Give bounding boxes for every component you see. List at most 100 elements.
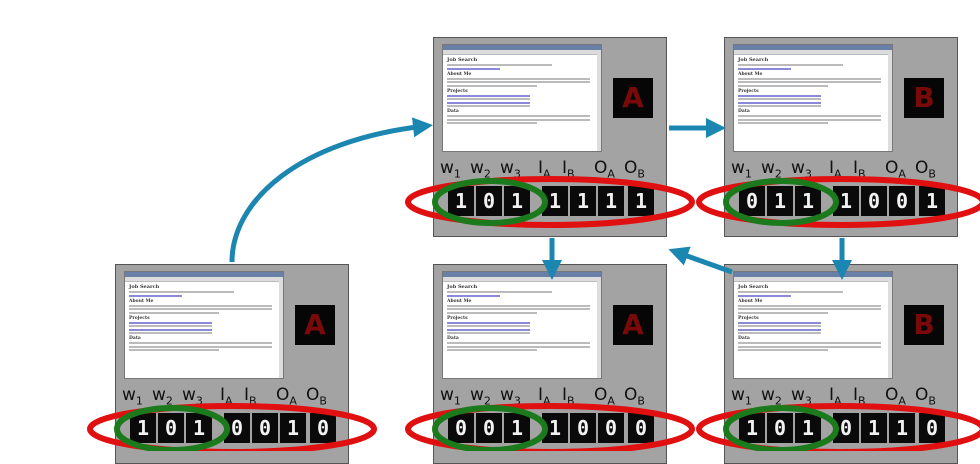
bit-cell: 1 — [889, 413, 915, 443]
bit-cell: 0 — [861, 186, 887, 216]
browser-section: About Me — [447, 298, 472, 304]
red-ellipse — [405, 176, 695, 228]
bit-cell: 0 — [476, 413, 502, 443]
bit-cell: 1 — [739, 413, 765, 443]
arrow-p3-to-p1 — [229, 117, 433, 263]
state-label: A — [613, 78, 653, 118]
browser-title: Job Search — [447, 284, 478, 290]
bit-label-w1: w1 — [440, 385, 461, 408]
bit-label-ia: IA — [220, 385, 233, 408]
bit-label-ib: IB — [853, 385, 866, 408]
bit-label-ob: OB — [624, 385, 645, 408]
green-ellipse — [723, 178, 839, 226]
bit-label-w2: w2 — [470, 158, 491, 181]
bit-cell: 0 — [889, 186, 915, 216]
bit-cell: 0 — [448, 413, 474, 443]
bit-cell: 1 — [795, 413, 821, 443]
bit-label-w2: w2 — [761, 158, 782, 181]
bit-cell: 0 — [158, 413, 184, 443]
bit-label-w3: w3 — [500, 158, 521, 181]
browser-section: Projects — [129, 315, 150, 321]
browser-section: Data — [447, 108, 459, 114]
bit-label-ia: IA — [538, 158, 551, 181]
bit-label-w1: w1 — [731, 385, 752, 408]
bit-label-ib: IB — [853, 158, 866, 181]
bit-cell: 1 — [504, 413, 530, 443]
browser-section: Projects — [738, 88, 759, 94]
red-ellipse — [696, 176, 980, 228]
bit-label-w3: w3 — [182, 385, 203, 408]
red-ellipse — [87, 403, 377, 451]
state-label: A — [613, 305, 653, 345]
bit-cell: 1 — [767, 186, 793, 216]
bit-cell: 0 — [476, 186, 502, 216]
bit-cell: 1 — [570, 186, 596, 216]
bit-cell: 1 — [504, 186, 530, 216]
bit-cell: 0 — [252, 413, 278, 443]
arrow-p5-to-p1 — [668, 246, 733, 275]
bit-cell: 1 — [280, 413, 306, 443]
browser-section: About Me — [738, 298, 763, 304]
browser-section: Projects — [447, 88, 468, 94]
redaction-scribble — [50, 5, 460, 133]
bit-labels: w1 w2 w3 IA IB OA OB — [116, 385, 350, 407]
red-ellipse — [696, 403, 980, 451]
green-ellipse — [723, 405, 839, 451]
bit-label-oa: OA — [276, 385, 297, 408]
bit-label-oa: OA — [885, 385, 906, 408]
bit-cell: 1 — [628, 186, 654, 216]
bit-cell: 0 — [224, 413, 250, 443]
browser-section: About Me — [129, 298, 154, 304]
browser-section: Projects — [738, 315, 759, 321]
bit-cell: 0 — [570, 413, 596, 443]
bit-label-oa: OA — [594, 385, 615, 408]
left-margin — [0, 0, 46, 451]
bit-label-ib: IB — [244, 385, 257, 408]
bit-label-ia: IA — [829, 385, 842, 408]
bit-label-ob: OB — [915, 158, 936, 181]
browser-title: Job Search — [129, 284, 160, 290]
browser-title: Job Search — [447, 57, 478, 63]
bit-label-ia: IA — [538, 385, 551, 408]
red-ellipse — [405, 403, 695, 451]
bit-label-ob: OB — [915, 385, 936, 408]
bit-label-w3: w3 — [791, 158, 812, 181]
browser-section: Data — [447, 335, 459, 341]
bit-label-w1: w1 — [122, 385, 143, 408]
bit-cell: 1 — [130, 413, 156, 443]
bit-cell: 0 — [310, 413, 336, 443]
bit-cell: 0 — [598, 413, 624, 443]
bit-cell: 1 — [919, 186, 945, 216]
bit-label-ob: OB — [624, 158, 645, 181]
browser-title: Job Search — [738, 284, 769, 290]
bit-label-ob: OB — [306, 385, 327, 408]
bit-label-oa: OA — [594, 158, 615, 181]
green-ellipse — [432, 405, 548, 451]
green-ellipse — [432, 178, 548, 226]
bit-cell: 1 — [795, 186, 821, 216]
browser-section: Data — [738, 108, 750, 114]
bit-label-ib: IB — [562, 385, 575, 408]
diagram-overlay — [87, 117, 980, 451]
bit-label-w1: w1 — [731, 158, 752, 181]
browser-section: Data — [129, 335, 141, 341]
bit-cell: 0 — [739, 186, 765, 216]
bit-label-w2: w2 — [152, 385, 173, 408]
bit-cell: 1 — [186, 413, 212, 443]
bit-label-w2: w2 — [470, 385, 491, 408]
bit-label-ia: IA — [829, 158, 842, 181]
state-label: A — [295, 305, 335, 345]
bit-label-ib: IB — [562, 158, 575, 181]
green-ellipse — [114, 405, 230, 451]
bit-cell: 0 — [767, 413, 793, 443]
browser-section: About Me — [738, 71, 763, 77]
